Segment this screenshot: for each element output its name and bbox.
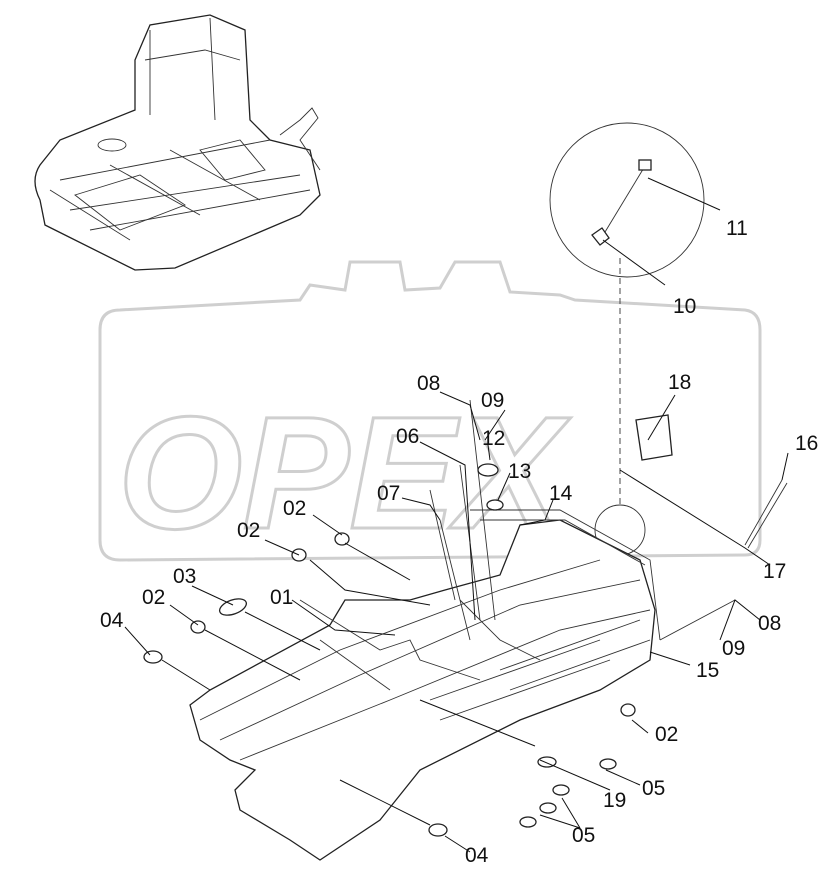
callout-02: 02: [237, 519, 260, 542]
callout-01: 01: [270, 586, 293, 609]
callout-04: 04: [100, 609, 124, 632]
callout-07: 07: [377, 482, 400, 505]
callout-10: 10: [673, 295, 696, 318]
callout-02: 02: [655, 723, 678, 746]
callout-02: 02: [142, 586, 165, 609]
frame-assembly: [189, 399, 788, 861]
part-05-plug-icon: [552, 784, 570, 796]
callout-15: 15: [696, 659, 719, 682]
leader-lines: [124, 177, 789, 853]
part-03-seal-icon: [218, 598, 248, 616]
part-02-grommet-icon: [190, 620, 206, 634]
part-12-cap-icon: [477, 463, 499, 477]
part-04-plug-icon: [143, 650, 163, 664]
part-05-plug-icon: [539, 802, 557, 814]
callout-12: 12: [482, 427, 505, 450]
part-16-rod-icon: [744, 479, 788, 549]
callout-04: 04: [465, 844, 489, 867]
callout-02: 02: [283, 497, 306, 520]
part-11-fitting-icon: [638, 159, 652, 171]
excavator-overview-inset: [34, 14, 321, 271]
callout-05: 05: [572, 824, 595, 847]
part-05-plug-icon: [599, 758, 617, 770]
callout-05: 05: [642, 777, 665, 800]
callout-14: 14: [549, 482, 573, 505]
part-08-rod-icon: [659, 599, 736, 641]
part-04-plug-icon: [428, 823, 448, 837]
callout-09: 09: [722, 637, 745, 660]
callout-13: 13: [508, 460, 531, 483]
detail-circle: [549, 122, 705, 556]
loose-parts: [143, 532, 636, 837]
callout-08: 08: [758, 612, 781, 635]
part-13-cap-icon: [486, 499, 504, 511]
callout-11: 11: [726, 217, 748, 240]
callout-17: 17: [763, 560, 786, 583]
callout-06: 06: [396, 425, 419, 448]
callout-19: 19: [603, 789, 626, 812]
part-02-grommet-icon: [620, 703, 636, 717]
callout-03: 03: [173, 565, 196, 588]
callout-08: 08: [417, 372, 440, 395]
part-02-grommet-icon: [334, 532, 350, 546]
part-18-plate-icon: [635, 414, 673, 461]
watermark-logo: OPEX: [98, 260, 762, 564]
callout-18: 18: [668, 371, 691, 394]
callout-labels: 01 02 02 02 02 03 04 04 05 05 06 07 08 0…: [100, 217, 818, 867]
callout-09: 09: [481, 389, 504, 412]
part-05-plug-icon: [519, 816, 537, 828]
callout-16: 16: [795, 432, 818, 455]
